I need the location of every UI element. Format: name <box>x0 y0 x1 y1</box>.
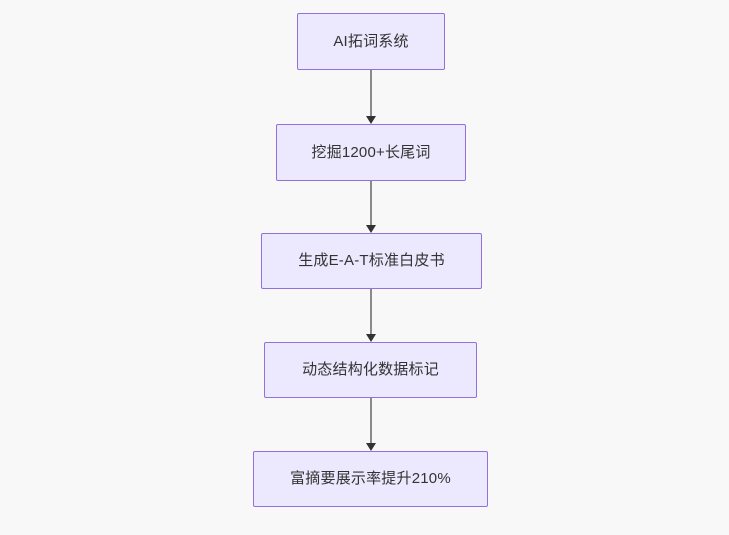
flow-node-mine-longtail-keywords[interactable]: 挖掘1200+长尾词 <box>276 124 466 181</box>
flow-edge-arrowhead-icon <box>366 334 376 342</box>
flow-node-generate-eat-whitepaper[interactable]: 生成E-A-T标准白皮书 <box>261 233 482 289</box>
flow-edge <box>366 70 376 124</box>
flow-edge-arrowhead-icon <box>366 116 376 124</box>
flow-node-rich-snippet-lift[interactable]: 富摘要展示率提升210% <box>253 451 488 507</box>
flow-node-ai-keyword-system[interactable]: AI拓词系统 <box>297 13 445 70</box>
flow-node-label: 生成E-A-T标准白皮书 <box>298 252 445 269</box>
flow-node-label: 动态结构化数据标记 <box>302 361 439 378</box>
flow-edge-line <box>370 398 372 444</box>
flow-edge <box>366 289 376 342</box>
flow-node-label: 挖掘1200+长尾词 <box>311 143 431 161</box>
flow-edge-arrowhead-icon <box>366 443 376 451</box>
flow-node-dynamic-structured-data[interactable]: 动态结构化数据标记 <box>264 342 477 398</box>
flow-node-label: AI拓词系统 <box>333 32 409 50</box>
flow-edge-line <box>370 289 372 335</box>
flow-edge-line <box>370 181 372 226</box>
flow-node-label: 富摘要展示率提升210% <box>290 470 451 487</box>
flow-edge <box>366 398 376 451</box>
flow-edge-arrowhead-icon <box>366 225 376 233</box>
flow-edge <box>366 181 376 233</box>
flow-edge-line <box>370 70 372 117</box>
